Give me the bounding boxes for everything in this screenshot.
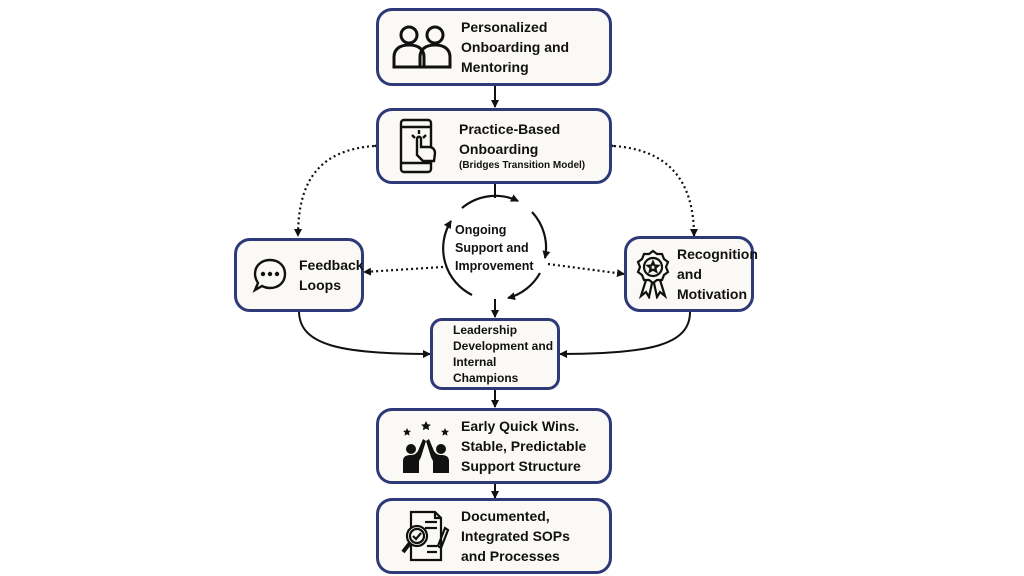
node-documented-sops: Documented, Integrated SOPs and Processe… [376,498,612,574]
node-practice-sublabel: (Bridges Transition Model) [459,160,586,171]
dotted-arrow-cycle-to-recognition [547,262,625,278]
node-leadership-label: Leadership Development and Internal Cham… [453,323,554,385]
arrow-recognition-to-leadership [559,311,691,358]
document-magnifier-icon [401,510,450,562]
node-recognition-label: Recognition and Motivation [677,246,758,302]
award-ribbon-icon [636,249,670,299]
people-icon [392,25,452,69]
cycle-arc-left [442,220,473,296]
high-five-icon [403,421,449,473]
node-practice-label: Practice-Based Onboarding (Bridges Trans… [459,99,585,193]
chat-bubble-icon [252,258,287,293]
dotted-arrow-practice-recognition [606,141,698,237]
node-feedback-loops: Feedback Loops [234,238,364,312]
node-personalized-onboarding: Personalized Onboarding and Mentoring [376,8,612,86]
node-quickwins-label: Early Quick Wins. Stable, Predictable Su… [461,418,587,474]
cycle-arc-bottom [507,272,541,301]
cycle-arc-right [531,211,551,259]
cycle-arrows-icon [442,194,551,301]
node-recognition-motivation: Recognition and Motivation [624,236,758,312]
node-practice-title: Practice-Based Onboarding [459,121,561,157]
cycle-arc-top [461,194,519,209]
node-documented-label: Documented, Integrated SOPs and Processe… [461,508,570,564]
cycle-label: Ongoing Support and Improvement [455,223,534,273]
node-practice-based-onboarding: Practice-Based Onboarding (Bridges Trans… [376,108,612,184]
node-leadership-development: Leadership Development and Internal Cham… [430,318,560,390]
tablet-touch-icon [399,118,437,174]
dotted-arrow-cycle-to-feedback [363,265,444,276]
arrow-feedback-to-leadership [298,311,431,358]
node-early-quick-wins: Early Quick Wins. Stable, Predictable Su… [376,408,612,484]
dotted-arrow-practice-feedback [294,141,382,237]
node-personalized-label: Personalized Onboarding and Mentoring [461,19,570,75]
node-feedback-label: Feedback Loops [299,257,364,293]
